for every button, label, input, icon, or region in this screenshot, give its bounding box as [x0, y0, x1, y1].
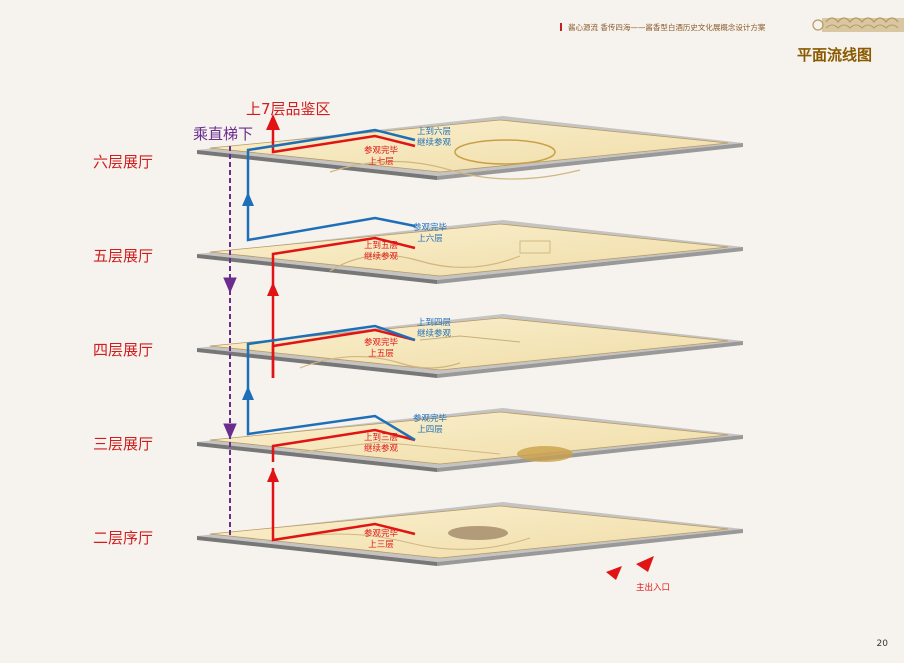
page-title: 平面流线图	[796, 46, 872, 64]
arrow-up-icon	[267, 282, 279, 296]
elevator-arrow-icon	[223, 277, 237, 294]
header-subtitle: 酱心源流 香传四海——酱香型白酒历史文化展概念设计方案	[560, 22, 808, 33]
arrow-up-icon	[242, 386, 254, 400]
floor-label-2: 二层序厅	[93, 529, 154, 547]
arrow-up-icon	[266, 114, 280, 130]
annotation-f6-red: 参观完毕上七层	[364, 146, 399, 167]
annotation-f6-blue: 上到六层继续参观	[417, 127, 452, 148]
arrow-icon	[636, 556, 654, 572]
arrow-up-icon	[267, 468, 279, 482]
top-exit-label: 上7层品鉴区	[246, 100, 331, 118]
floor-plate-4	[197, 314, 743, 378]
annotation-f3-blue: 参观完毕上四层	[413, 414, 448, 435]
arrow-up-icon	[242, 192, 254, 206]
floor-plate-2	[197, 502, 743, 566]
floor-label-3: 三层展厅	[93, 435, 154, 453]
elevator-route	[223, 146, 237, 535]
floor-label-6: 六层展厅	[93, 153, 154, 171]
cloud-ornament-icon	[812, 17, 904, 32]
annotation-f2-red: 参观完毕上三层	[364, 529, 399, 550]
page-number: 20	[876, 639, 888, 649]
annotation-f4-blue: 上到四层继续参观	[417, 318, 452, 339]
header-accent-bar	[560, 23, 562, 31]
elevator-down-label: 乘直梯下	[193, 125, 254, 143]
main-entrance-label: 主出入口	[636, 583, 671, 593]
annotation-f5-red: 上到五层继续参观	[364, 241, 399, 262]
floor-plate-3	[197, 408, 743, 472]
blue-route	[246, 128, 416, 442]
blue-arrows	[242, 192, 254, 400]
elevator-arrow-icon	[223, 423, 237, 440]
header-subtitle-text: 酱心源流 香传四海——酱香型白酒历史文化展概念设计方案	[568, 23, 766, 32]
arrow-icon	[606, 566, 622, 580]
floor-label-5: 五层展厅	[93, 247, 154, 265]
red-route	[271, 130, 416, 542]
floor-label-4: 四层展厅	[93, 341, 154, 359]
entrance-arrows	[606, 556, 654, 580]
annotation-f5-blue: 参观完毕上六层	[413, 223, 448, 244]
red-arrows	[266, 114, 280, 482]
floor-plate-5	[197, 220, 743, 284]
annotation-f4-red: 参观完毕上五层	[364, 338, 399, 359]
floor-plate-6	[197, 116, 743, 180]
annotation-f3-red: 上到三层继续参观	[364, 433, 399, 454]
